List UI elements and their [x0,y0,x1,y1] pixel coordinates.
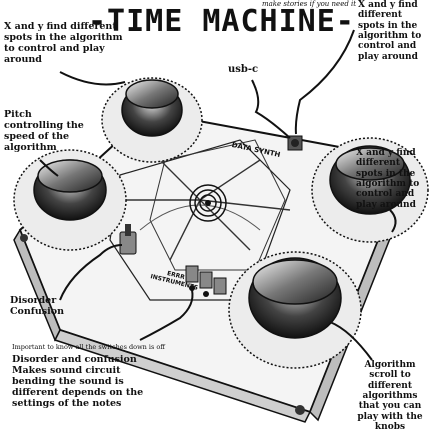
knob-top-icon [101,77,203,163]
annotation-important: Important to know all the switches down … [12,343,165,351]
knob-bottom-icon [228,251,362,369]
annotation-disorder-short: Disorder Confusion [10,295,64,317]
annotation-right-middle: X and y find different spots in the algo… [356,148,420,210]
callout-lines [39,29,397,361]
page-title: -TIME MACHINE- [88,4,355,39]
annotation-top-right: X and y find different spots in the algo… [358,0,422,62]
tagline: make stories if you need it [262,0,357,8]
annotation-algorithm: Algorithm scroll to different algorithms… [357,360,423,430]
annotation-pitch: Pitch controlling the speed of the algor… [4,109,84,153]
annotation-disorder-long: Disorder and confusion Makes sound circu… [12,354,144,409]
annotation-usb: usb-c [228,64,259,75]
knob-right-icon [311,137,429,243]
switch-icons [119,224,227,297]
knob-left-icon [13,149,127,251]
annotation-top-left: X and y find different spots in the algo… [4,21,123,65]
